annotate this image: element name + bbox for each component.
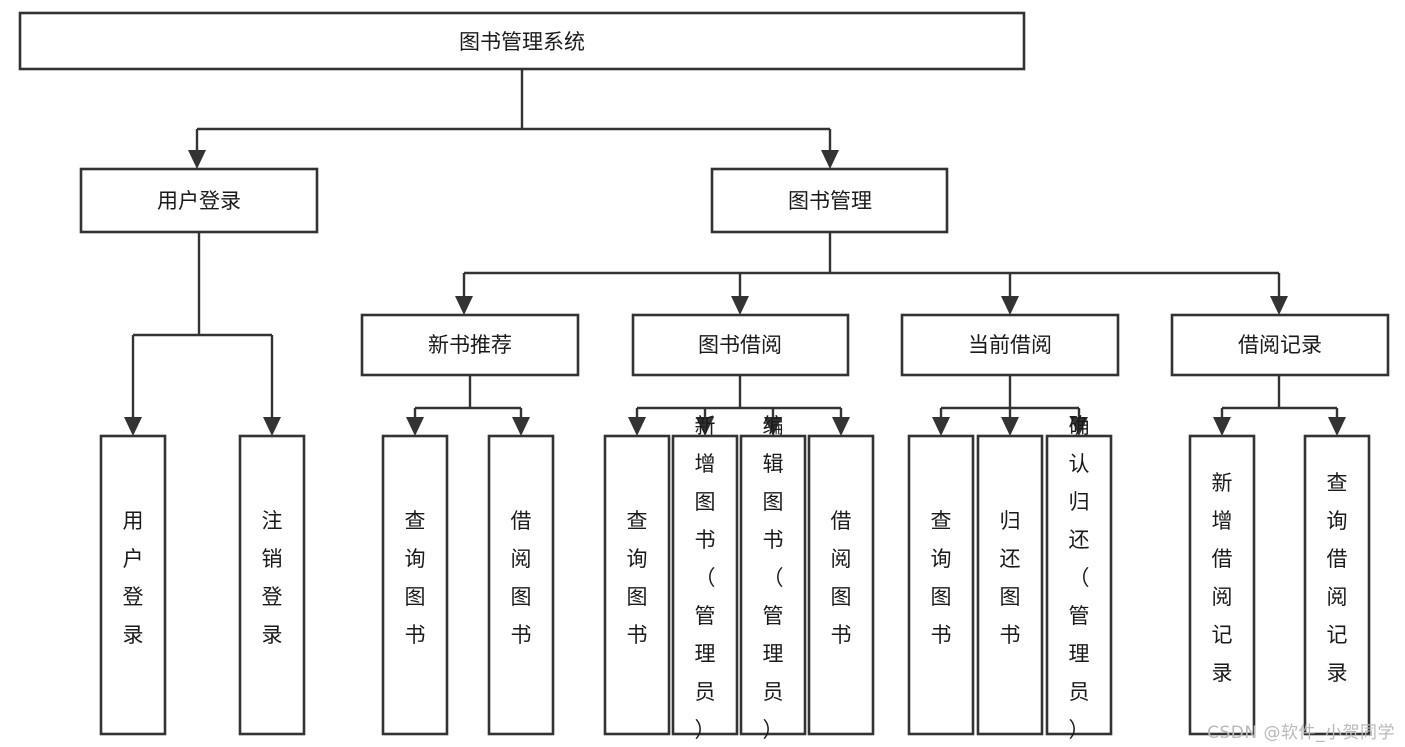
arrow-head-leaf-query-book-3 [932, 417, 950, 436]
node-leaf-query-book-2-label: 查询图书 [627, 509, 648, 647]
connector-group-new-book-recommend [406, 375, 530, 436]
node-leaf-return-book-box[interactable] [976, 434, 1044, 736]
arrow-head-leaf-query-book-1 [406, 417, 424, 436]
arrow-head-leaf-query-book-2 [628, 417, 646, 436]
arrow-head-book-borrow [731, 296, 749, 315]
arrow-head-leaf-edit-book [764, 417, 782, 436]
node-leaf-query-book-1-label: 查询图书 [405, 509, 426, 647]
arrow-head-borrow-record [1270, 296, 1288, 315]
node-leaf-add-record[interactable]: 新增借阅记录 [1188, 434, 1256, 736]
node-leaf-user-login[interactable]: 用户登录 [99, 434, 167, 736]
node-leaf-add-book-box[interactable] [671, 434, 739, 736]
node-leaf-borrow-book-1-label: 借阅图书 [511, 509, 532, 647]
node-leaf-edit-book-box[interactable] [739, 434, 807, 736]
watermark-csdn: CSDN @软件_小贺同学 [1207, 723, 1395, 743]
connector-group-current-borrow [932, 375, 1088, 436]
node-borrow-record-label: 借阅记录 [1238, 333, 1322, 357]
arrow-head-current-borrow [1001, 296, 1019, 315]
node-leaf-confirm-return-box[interactable] [1045, 434, 1113, 736]
node-new-book-recommend-box[interactable] [360, 313, 580, 377]
node-borrow-record[interactable]: 借阅记录 [1170, 313, 1390, 377]
arrow-head-leaf-return-book [1001, 417, 1019, 436]
node-root[interactable]: 图书管理系统 [18, 11, 1026, 71]
connector-group-user-login [124, 232, 281, 436]
node-book-borrow[interactable]: 图书借阅 [631, 313, 850, 377]
node-leaf-confirm-return-label: 确认归还（管理员） [1069, 414, 1090, 742]
node-leaf-query-book-1-box[interactable] [381, 434, 449, 736]
node-leaf-query-book-3-box[interactable] [907, 434, 975, 736]
node-leaf-return-book-label: 归还图书 [1000, 509, 1021, 647]
connector-group-book-borrow [628, 375, 850, 436]
connector-group-book-management [455, 232, 1288, 315]
arrow-head-leaf-add-record [1213, 417, 1231, 436]
node-new-book-recommend[interactable]: 新书推荐 [360, 313, 580, 377]
node-leaf-add-book-label: 新增图书（管理员） [695, 414, 716, 742]
node-leaf-query-book-3-label: 查询图书 [931, 509, 952, 647]
arrow-head-leaf-borrow-book-1 [512, 417, 530, 436]
connector-group-root [188, 69, 839, 169]
node-root-box[interactable] [18, 11, 1026, 71]
arrow-head-new-book-recommend [455, 296, 473, 315]
node-current-borrow-label: 当前借阅 [968, 333, 1052, 357]
node-leaf-confirm-return[interactable]: 确认归还（管理员） [1045, 414, 1113, 742]
node-leaf-borrow-book-2[interactable]: 借阅图书 [807, 434, 875, 736]
arrow-head-leaf-user-login [124, 417, 142, 436]
node-leaf-query-record-label: 查询借阅记录 [1327, 471, 1348, 685]
node-leaf-borrow-book-2-label: 借阅图书 [831, 509, 852, 647]
node-leaf-edit-book[interactable]: 编辑图书（管理员） [739, 414, 807, 742]
arrow-head-leaf-confirm-return [1070, 417, 1088, 436]
node-book-management[interactable]: 图书管理 [710, 167, 949, 234]
node-user-login-label: 用户登录 [157, 189, 241, 213]
node-leaf-return-book[interactable]: 归还图书 [976, 434, 1044, 736]
node-leaf-query-record-box[interactable] [1303, 434, 1371, 736]
node-leaf-borrow-book-2-box[interactable] [807, 434, 875, 736]
node-leaf-user-login-label: 用户登录 [123, 509, 144, 647]
node-leaf-add-record-box[interactable] [1188, 434, 1256, 736]
arrow-head-leaf-borrow-book-2 [832, 417, 850, 436]
node-leaf-query-book-2[interactable]: 查询图书 [603, 434, 671, 736]
node-leaf-edit-book-label: 编辑图书（管理员） [763, 414, 784, 742]
connector-group-borrow-record [1213, 375, 1346, 436]
node-current-borrow[interactable]: 当前借阅 [900, 313, 1120, 377]
node-leaf-query-book-2-box[interactable] [603, 434, 671, 736]
node-current-borrow-box[interactable] [900, 313, 1120, 377]
node-book-borrow-box[interactable] [631, 313, 850, 377]
node-leaf-add-record-label: 新增借阅记录 [1212, 471, 1233, 685]
node-leaf-user-logout-box[interactable] [238, 434, 306, 736]
arrow-head-book-management [821, 150, 839, 169]
node-leaf-user-login-box[interactable] [99, 434, 167, 736]
node-user-login-box[interactable] [79, 167, 319, 234]
arrow-head-leaf-add-book [696, 417, 714, 436]
node-leaf-query-book-3[interactable]: 查询图书 [907, 434, 975, 736]
node-leaf-query-record[interactable]: 查询借阅记录 [1303, 434, 1371, 736]
arrow-head-leaf-user-logout [263, 417, 281, 436]
node-book-borrow-label: 图书借阅 [698, 333, 782, 357]
arrow-head-user-login [188, 150, 206, 169]
node-book-management-box[interactable] [710, 167, 949, 234]
node-borrow-record-box[interactable] [1170, 313, 1390, 377]
node-root-label: 图书管理系统 [459, 30, 585, 54]
node-leaf-query-book-1[interactable]: 查询图书 [381, 434, 449, 736]
node-leaf-borrow-book-1[interactable]: 借阅图书 [487, 434, 555, 736]
node-leaf-user-logout[interactable]: 注销登录 [238, 434, 306, 736]
node-book-management-label: 图书管理 [788, 189, 872, 213]
node-leaf-add-book[interactable]: 新增图书（管理员） [671, 414, 739, 742]
node-leaf-borrow-book-1-box[interactable] [487, 434, 555, 736]
node-new-book-recommend-label: 新书推荐 [428, 333, 512, 357]
arrow-head-leaf-query-record [1328, 417, 1346, 436]
node-user-login[interactable]: 用户登录 [79, 167, 319, 234]
node-leaf-user-logout-label: 注销登录 [262, 509, 283, 647]
